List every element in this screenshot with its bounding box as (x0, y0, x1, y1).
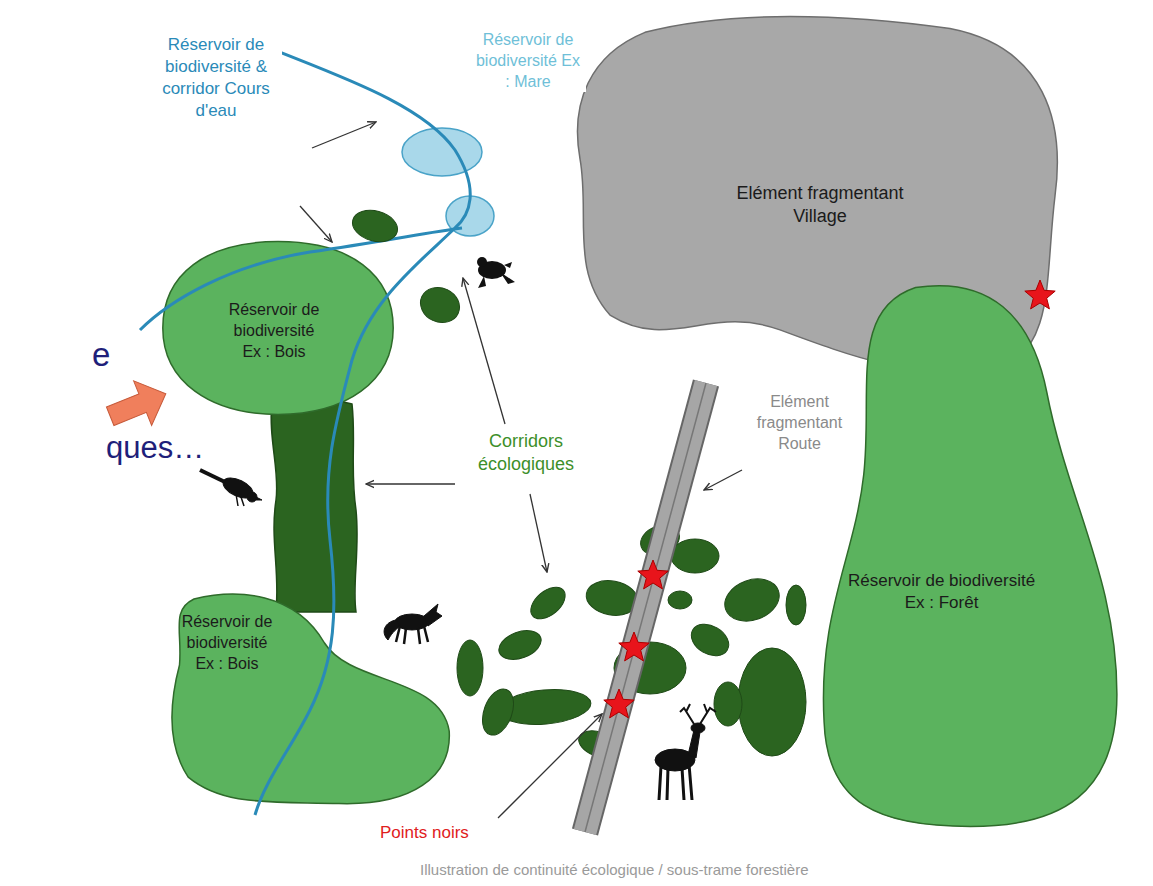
fox-icon (384, 604, 442, 644)
node-heading: Réservoir de biodiversité (218, 300, 330, 342)
river-label: Réservoir de biodiversité & corridor Cou… (150, 34, 282, 122)
black-spot-star (638, 560, 668, 589)
wood-reservoir: Réservoir de biodiversitéEx : Bois (165, 588, 455, 808)
magpie-icon (200, 470, 262, 506)
village-area: Elément fragmentant Village (570, 10, 1070, 382)
wood-reservoir: Réservoir de biodiversitéEx : Bois (158, 238, 398, 418)
node-example: Ex : Bois (171, 654, 283, 675)
corridor-patch (525, 581, 571, 625)
shape-outline (818, 282, 1123, 832)
road-label: Elément fragmentant Route (745, 392, 854, 454)
pond-label: Réservoir de biodiversité Ex : Mare (470, 30, 586, 92)
corridor-label: Corridors écologiques (468, 430, 584, 477)
black-spot-label: Points noirs (378, 822, 471, 844)
corridor-patch (349, 206, 401, 247)
node-example: Ex : Bois (218, 342, 330, 363)
frog-icon (477, 257, 515, 288)
node-text-box: Elément fragmentant Village (730, 182, 910, 229)
road (585, 383, 706, 832)
corridor-patch (738, 648, 806, 756)
corridor-patch (668, 591, 692, 609)
deer-icon (655, 704, 716, 800)
node-text-box: Réservoir de biodiversitéEx : Bois (171, 612, 283, 674)
black-spot-star (604, 689, 634, 718)
corridor-patch (719, 572, 785, 629)
corridor-patch (686, 618, 735, 662)
figure-caption: Illustration de continuité écologique / … (418, 860, 811, 880)
node-text-box: Réservoir de biodiversitéEx : Forêt (848, 570, 1035, 614)
node-heading: Réservoir de biodiversité (848, 570, 1035, 592)
node-example: Ex : Forêt (848, 592, 1035, 614)
corridor-strip (271, 398, 357, 612)
corridor-patch (457, 640, 483, 696)
corridor-patch (415, 281, 466, 329)
stepping-stones (457, 520, 806, 762)
node-heading: Elément fragmentant Village (730, 182, 910, 229)
corridor-patch (477, 685, 520, 740)
slide-fragment: ques… (104, 428, 206, 468)
corridor-patch (495, 625, 545, 664)
corridor-patch (786, 585, 806, 625)
black-spot-star (619, 632, 649, 661)
corridor-patch (714, 682, 742, 726)
node-text-box: Réservoir de biodiversitéEx : Bois (218, 300, 330, 362)
corridor-patch (671, 539, 719, 573)
forest-reservoir: Réservoir de biodiversitéEx : Forêt (818, 282, 1123, 832)
slide-fragment: e (90, 334, 112, 377)
node-heading: Réservoir de biodiversité (171, 612, 283, 654)
